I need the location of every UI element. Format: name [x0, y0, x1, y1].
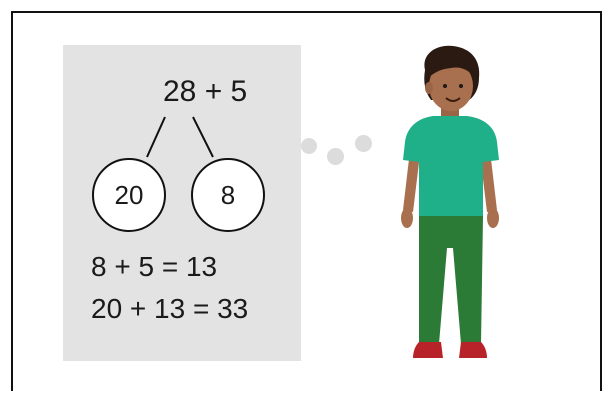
- shoe-right: [459, 342, 487, 358]
- hair-fringe: [428, 55, 475, 78]
- ear: [425, 82, 433, 94]
- thought-dot-medium: [327, 148, 344, 165]
- shirt: [403, 116, 499, 218]
- child-illustration: [401, 45, 499, 358]
- split-line-left: [146, 116, 166, 158]
- smile: [445, 97, 461, 102]
- part-node-tens: 20: [92, 158, 166, 232]
- part-node-tens-label: 20: [114, 179, 144, 210]
- part-node-ones-label: 8: [220, 179, 236, 210]
- part-node-ones: 8: [191, 158, 265, 232]
- hand-right: [487, 208, 499, 228]
- pants: [419, 216, 483, 344]
- shoe-left: [413, 342, 443, 358]
- thought-dot-small: [301, 138, 317, 154]
- hand-left: [401, 208, 413, 228]
- top-expression: 28 + 5: [163, 75, 248, 108]
- thought-panel: 28 + 5 20 8 8 + 5 = 13 20 + 13 = 33: [63, 45, 301, 361]
- equation-ones: 8 + 5 = 13: [91, 251, 218, 282]
- eye-right: [459, 84, 463, 88]
- figure-frame: [11, 11, 602, 391]
- face: [429, 61, 473, 111]
- thought-dot-large: [355, 135, 372, 152]
- equation-total: 20 + 13 = 33: [91, 293, 249, 324]
- eye-left: [443, 84, 447, 88]
- split-line-right: [192, 116, 214, 158]
